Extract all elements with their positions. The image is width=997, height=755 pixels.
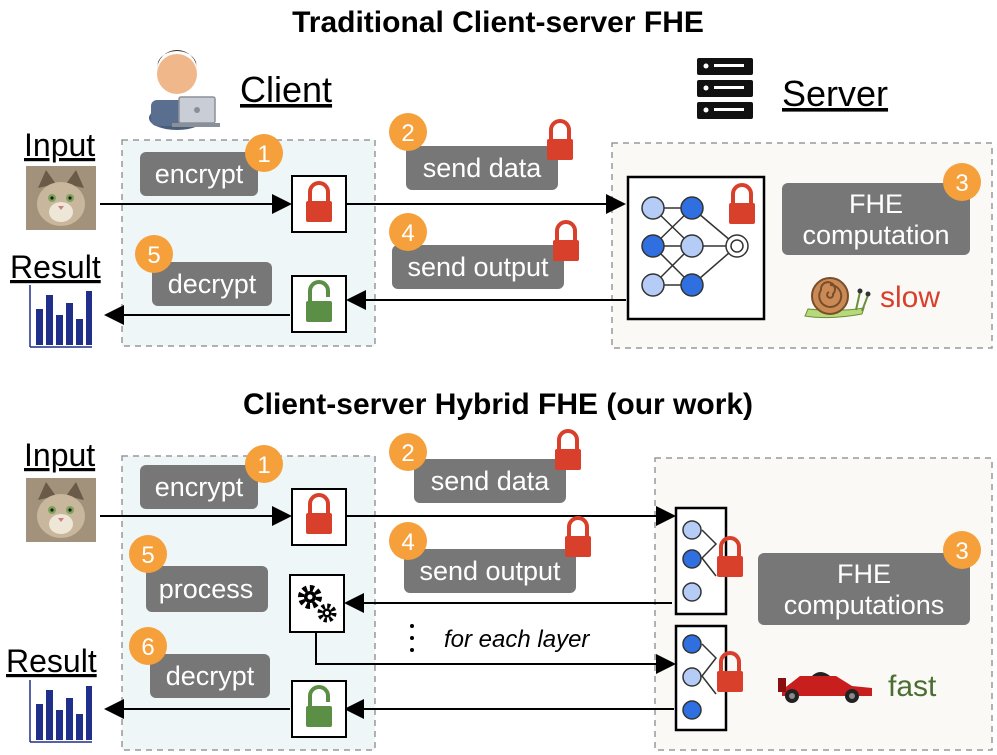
hybrid-bar-chart-result-icon — [29, 679, 93, 743]
hybrid-step-6-badge — [129, 627, 167, 665]
hybrid-section: Client-server Hybrid FHE (our work) Inpu… — [6, 388, 993, 751]
encrypted-network-box — [626, 175, 766, 321]
hybrid-send-output-pill — [404, 549, 576, 593]
step-2-number: 2 — [401, 120, 414, 147]
hybrid-step-5-badge — [129, 535, 167, 573]
hybrid-step-1-number: 1 — [257, 452, 270, 479]
step-3-number: 3 — [955, 170, 968, 197]
process-step-label: process — [159, 574, 254, 604]
hybrid-fhe-label-line1: FHE — [837, 559, 891, 589]
server-label: Server — [782, 73, 888, 114]
hybrid-step-2-number: 2 — [401, 440, 414, 467]
hybrid-arrow-next-layer — [315, 632, 676, 674]
hybrid-decrypt-step-label: decrypt — [166, 661, 255, 691]
gears-icon — [298, 585, 337, 623]
fhe-computation-pill — [782, 183, 970, 255]
step-3-badge — [943, 163, 981, 201]
fhe-label-line2: computation — [802, 220, 949, 250]
send-data-pill — [406, 146, 558, 190]
step-4-badge — [389, 213, 427, 251]
client-person-icon — [149, 50, 220, 130]
hybrid-step-3-badge — [943, 531, 981, 569]
send-data-lock-icon — [545, 119, 575, 162]
input-label: Input — [24, 127, 95, 163]
hybrid-step-2-badge — [389, 433, 427, 471]
for-each-layer-label: for each layer — [444, 626, 590, 653]
encrypted-layer-box-1 — [674, 506, 728, 616]
step-5-number: 5 — [147, 242, 160, 269]
hybrid-send-data-lock-icon — [553, 429, 583, 472]
server-rack-icon — [697, 58, 753, 119]
cat-image-icon — [26, 166, 96, 230]
hybrid-send-data-pill — [414, 459, 566, 503]
hybrid-send-data-step-label: send data — [431, 466, 551, 496]
send-output-pill — [392, 245, 564, 289]
hybrid-step-6-number: 6 — [141, 634, 154, 661]
result-label: Result — [10, 249, 101, 285]
traditional-title: Traditional Client-server FHE — [292, 6, 704, 39]
step-4-number: 4 — [401, 220, 414, 247]
send-data-step-label: send data — [423, 153, 543, 183]
hybrid-encrypt-pill — [140, 465, 258, 509]
encrypt-step-label: encrypt — [155, 159, 244, 189]
hybrid-input-label: Input — [24, 437, 95, 473]
step-1-badge — [245, 134, 283, 172]
hybrid-fhe-label-line2: computations — [784, 590, 945, 620]
vertical-ellipsis-icon — [410, 624, 414, 652]
client-label: Client — [240, 69, 332, 110]
fast-label: fast — [888, 670, 937, 703]
snail-icon — [804, 277, 871, 319]
hybrid-cat-image-icon — [26, 478, 96, 542]
step-2-badge — [389, 113, 427, 151]
hybrid-step-1-badge — [245, 445, 283, 483]
decrypt-pill — [152, 262, 272, 306]
hybrid-step-4-number: 4 — [401, 529, 414, 556]
decrypt-step-label: decrypt — [168, 269, 257, 299]
hybrid-step-5-number: 5 — [141, 542, 154, 569]
bar-chart-result-icon — [29, 284, 93, 348]
step-1-number: 1 — [257, 141, 270, 168]
hybrid-decrypt-pill — [150, 654, 270, 698]
hybrid-send-output-lock-icon — [563, 516, 593, 559]
fhe-label-line1: FHE — [849, 189, 903, 219]
hybrid-step-3-number: 3 — [955, 538, 968, 565]
hybrid-send-output-step-label: send output — [419, 556, 561, 586]
hybrid-result-label: Result — [6, 643, 97, 679]
fhe-computations-pill — [758, 553, 970, 625]
send-output-lock-icon — [551, 220, 581, 263]
process-pill — [146, 566, 268, 612]
hybrid-step-4-badge — [389, 522, 427, 560]
hybrid-encrypt-step-label: encrypt — [155, 472, 244, 502]
race-car-icon — [778, 672, 872, 703]
encrypt-pill — [140, 152, 258, 196]
process-gear-box — [289, 574, 345, 633]
hybrid-title: Client-server Hybrid FHE (our work) — [243, 388, 753, 421]
send-output-step-label: send output — [407, 252, 549, 282]
step-5-badge — [135, 235, 173, 273]
slow-label: slow — [880, 281, 940, 314]
traditional-section: Traditional Client-server FHE Client Ser… — [10, 6, 993, 349]
